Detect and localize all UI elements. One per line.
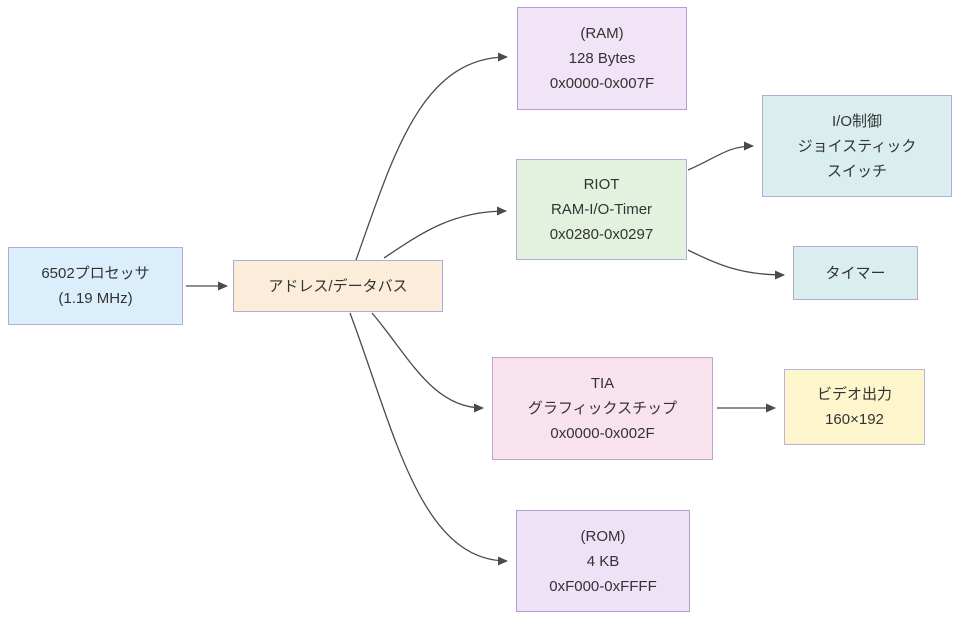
edge-bus-rom <box>349 312 508 566</box>
node-label: (ROM) <box>580 527 626 545</box>
node-sublabel: グラフィックスチップ <box>527 400 678 417</box>
node-label: TIA <box>590 375 615 392</box>
node-io-control[interactable]: I/O制御 ジョイスティック スイッチ <box>762 95 952 197</box>
node-address-range: 0xF000-0xFFFF <box>549 577 657 595</box>
node-tia[interactable]: TIA グラフィックスチップ 0x0000-0x002F <box>492 357 713 460</box>
node-sublabel: ジョイスティック <box>797 137 917 155</box>
node-riot[interactable]: RIOT RAM-I/O-Timer 0x0280-0x0297 <box>516 159 687 260</box>
node-address-range: 0x0000-0x002F <box>550 425 655 442</box>
node-address-data-bus[interactable]: アドレス/データバス <box>233 260 443 312</box>
node-label: ビデオ出力 <box>816 386 892 403</box>
node-label: タイマー <box>825 264 886 282</box>
node-label: (RAM) <box>580 25 624 42</box>
node-sublabel: 160×192 <box>825 411 884 428</box>
edge-bus-tia <box>371 312 484 413</box>
node-sublabel: 128 Bytes <box>568 50 636 67</box>
edge-bus-ram <box>355 52 508 261</box>
edge-riot-timer <box>687 249 785 280</box>
node-ram[interactable]: (RAM) 128 Bytes 0x0000-0x007F <box>517 7 687 110</box>
node-label: アドレス/データバス <box>268 277 408 295</box>
node-sublabel: スイッチ <box>826 162 887 180</box>
node-timer[interactable]: タイマー <box>793 246 918 300</box>
node-sublabel: (1.19 MHz) <box>58 290 133 307</box>
node-address-range: 0x0000-0x007F <box>549 75 655 92</box>
node-label: I/O制御 <box>831 112 882 130</box>
node-label: 6502プロセッサ <box>41 265 150 282</box>
edge-bus-riot <box>383 206 507 259</box>
node-video-output[interactable]: ビデオ出力 160×192 <box>784 369 925 445</box>
node-sublabel: 4 KB <box>586 552 620 570</box>
node-address-range: 0x0280-0x0297 <box>549 226 654 243</box>
edge-riot-io <box>687 141 754 171</box>
node-label: RIOT <box>583 176 620 193</box>
node-sublabel: RAM-I/O-Timer <box>550 201 653 218</box>
node-rom[interactable]: (ROM) 4 KB 0xF000-0xFFFF <box>516 510 690 612</box>
node-cpu-processor[interactable]: 6502プロセッサ (1.19 MHz) <box>8 247 183 325</box>
